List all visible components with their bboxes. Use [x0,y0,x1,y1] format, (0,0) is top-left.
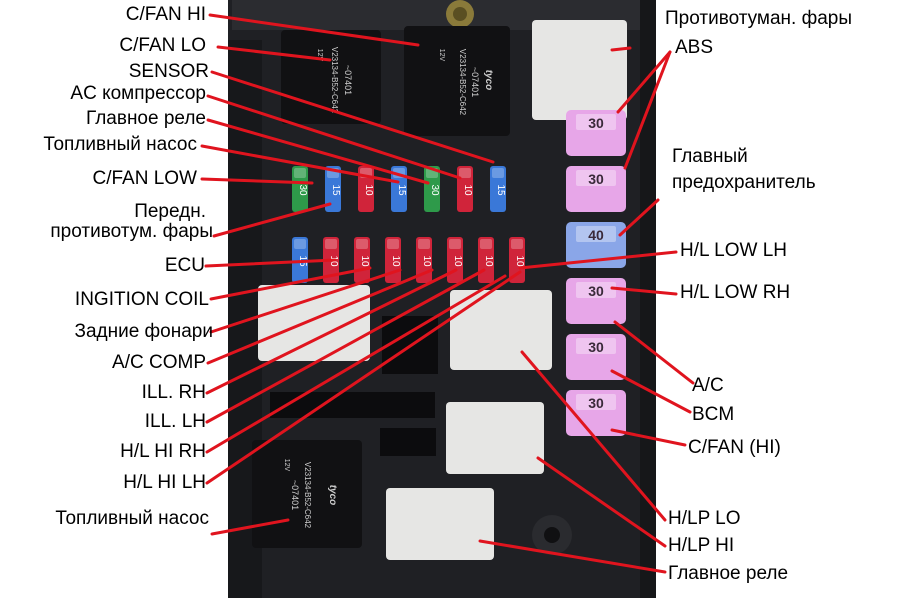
fuse-rating: 10 [359,255,370,267]
label-main-fuse-2: предохранитель [672,172,816,193]
relay-2-voltage: 12V [438,49,445,62]
label-fog-lights: Противотуман. фары [665,8,853,29]
relay-2-part: V23134-B52-C642 [458,49,467,116]
fuse-rating: 10 [328,255,339,267]
mini-fuse: 10 [354,237,370,283]
label-hl-hi-rh: H/L HI RH [120,441,206,462]
label-cfan-low: C/FAN LOW [92,168,197,189]
label-cfan-lo: C/FAN LO [119,35,206,56]
maxi-fuse-rating: 30 [588,395,604,411]
maxi-fuse-rating: 30 [588,171,604,187]
relay-3-part: V23134-B52-C642 [303,462,312,529]
relay-1-voltage: 12V [316,49,323,62]
empty-slot [382,316,438,374]
empty-slot-row [270,392,435,418]
label-ignition-coil: INGITION COIL [74,289,209,310]
relay-black-2: tyco V23134-B52-C642 ~07401 12V [404,26,510,136]
label-sensor: SENSOR [128,61,209,82]
mini-fuse: 10 [447,237,463,283]
label-abs: ABS [675,37,714,58]
fuse-rating: 10 [363,184,374,196]
mini-fuse: 10 [478,237,494,283]
fuse-rating: 10 [483,255,494,267]
label-ecu: ECU [164,255,205,276]
maxi-fuse: 30 [566,334,626,380]
relay-white-mid [450,290,552,370]
relay-black-1: V23134-B52-C642 ~07401 12V [281,30,381,124]
fuse-rating: 10 [421,255,432,267]
relay-1-code: ~07401 [343,65,353,95]
label-fuel-pump-bottom: Топливный насос [55,508,209,529]
maxi-fuse: 30 [566,278,626,324]
label-hlp-hi: H/LP HI [668,535,735,556]
maxi-fuse-rating: 30 [588,115,604,131]
label-ill-rh: ILL. RH [141,382,206,403]
relay-3-voltage: 12V [283,459,290,472]
mini-fuse: 15 [391,166,407,212]
label-ac-compressor: AC компрессор [70,83,206,104]
mini-fuse: 10 [457,166,473,212]
label-ac-comp: A/C COMP [112,352,206,373]
label-front-fog-2: противотум. фары [50,221,213,242]
bolt [446,0,474,28]
label-ac: A/C [692,375,724,396]
mini-fuse: 10 [385,237,401,283]
fuse-rating: 15 [330,184,341,196]
mini-fuse: 15 [325,166,341,212]
fuse-rating: 10 [462,184,473,196]
maxi-fuse: 30 [566,110,626,156]
mini-fuse: 15 [292,237,308,283]
label-bcm: BCM [692,404,735,425]
relay-white-lower [446,402,544,474]
relay-2-code: ~07401 [470,67,480,97]
label-main-fuse-1: Главный [672,146,748,167]
fuse-rating: 15 [495,184,506,196]
label-hl-low-rh: H/L LOW RH [680,282,791,303]
relay-white-top [532,20,627,120]
maxi-fuse-rating: 40 [588,227,604,243]
maxi-fuse: 30 [566,166,626,212]
maxi-fuse-rating: 30 [588,283,604,299]
mini-fuse: 10 [509,237,525,283]
maxi-fuse: 30 [566,390,626,436]
mini-fuse: 10 [416,237,432,283]
fuse-rating: 10 [390,255,401,267]
empty-slot [380,428,436,456]
label-cfan-hi-right: C/FAN (HI) [688,437,781,458]
relay-3-brand: tyco [327,485,338,506]
mini-fuse: 10 [358,166,374,212]
fuse-rating: 30 [429,184,440,196]
label-front-fog-1: Передн. [134,201,206,222]
label-hlp-lo: H/LP LO [668,508,741,529]
label-rear-lights: Задние фонари [74,321,213,342]
relay-black-3: tyco V23134-B52-C642 ~07401 12V [252,440,362,548]
mini-fuse: 10 [323,237,339,283]
mini-fuse-row-top: 30 15 10 15 30 10 15 [292,166,506,212]
relay-2-brand: tyco [483,70,494,91]
label-main-relay-left: Главное реле [85,108,206,129]
label-fuel-pump-top: Топливный насос [43,134,197,155]
relay-3-code: ~07401 [290,480,300,510]
relay-white-bottom [386,488,494,560]
relay-1-part: V23134-B52-C642 [330,47,339,114]
relay-white-left [258,285,370,361]
label-ill-lh: ILL. LH [144,411,206,432]
label-main-relay-right: Главное реле [668,563,789,584]
label-cfan-hi: C/FAN HI [125,4,206,25]
label-hl-hi-lh: H/L HI LH [123,472,206,493]
fuse-rating: 15 [297,255,308,267]
fuse-rating: 30 [297,184,308,196]
mini-fuse: 30 [424,166,440,212]
maxi-fuse: 40 [566,222,626,268]
fuse-rating: 15 [396,184,407,196]
label-hl-low-lh: H/L LOW LH [680,240,787,261]
mini-fuse: 15 [490,166,506,212]
maxi-fuse-rating: 30 [588,339,604,355]
fuse-rating: 10 [514,255,525,267]
fuse-rating: 10 [452,255,463,267]
mini-fuse: 30 [292,166,308,212]
